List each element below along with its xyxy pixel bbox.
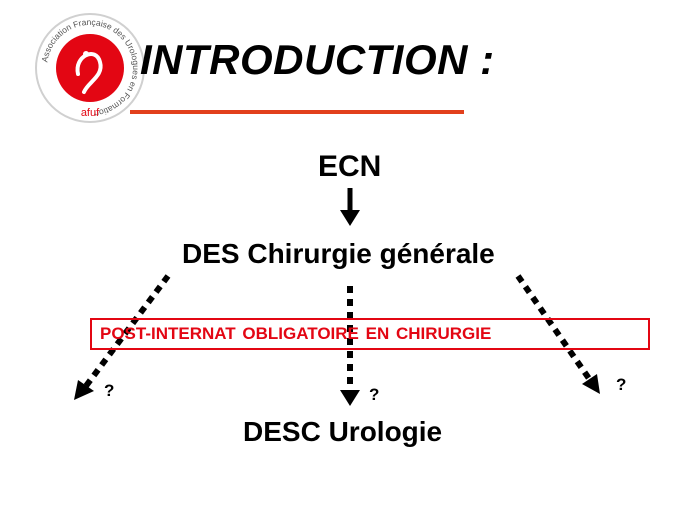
- banner-label: POST-INTERNAT OBLIGATOIRE EN CHIRURGIE: [100, 324, 492, 343]
- unknown-mark-center: ?: [369, 385, 380, 404]
- logo-acronym: afuf: [81, 107, 100, 119]
- slide-title: INTRODUCTION :: [140, 36, 495, 83]
- post-internat-banner: POST-INTERNAT OBLIGATOIRE EN CHIRURGIE: [90, 318, 650, 350]
- afuf-logo: Association Française des Urologues en F…: [35, 13, 145, 123]
- title-underline: [130, 110, 464, 114]
- node-ecn: ECN: [318, 150, 382, 183]
- arrow-des-to-right: [515, 274, 600, 394]
- arrow-des-to-desc: [340, 286, 360, 406]
- unknown-mark-left: ?: [104, 381, 115, 400]
- node-des-chirurgie: DES Chirurgie générale: [182, 238, 495, 269]
- arrow-des-to-left: [74, 274, 171, 400]
- node-desc-urologie: DESC Urologie: [243, 416, 443, 447]
- arrow-ecn-to-des: [340, 188, 360, 226]
- unknown-mark-right: ?: [616, 375, 627, 394]
